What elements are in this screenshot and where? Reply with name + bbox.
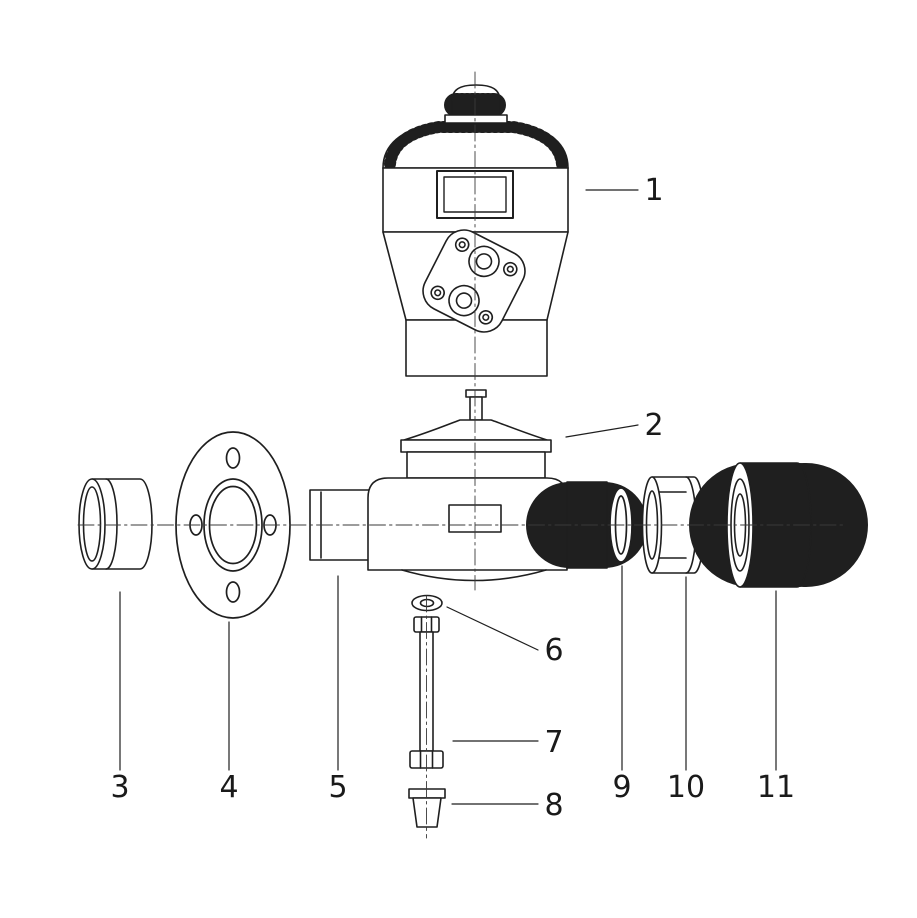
part-label-7: 7: [544, 725, 563, 760]
stem: [469, 396, 483, 421]
air-port-upper: [468, 245, 500, 278]
part-8-plug: [408, 788, 446, 828]
part-label-2: 2: [644, 408, 663, 443]
leader-to-6: [446, 606, 539, 651]
plate-screw-icon: [430, 285, 445, 301]
part-label-8: 8: [544, 788, 563, 823]
leader-to-2: [565, 424, 639, 438]
part-label-11: 11: [757, 770, 795, 805]
part-6-washer: [411, 594, 443, 612]
plate-screw-icon: [503, 261, 518, 277]
bonnet-plate: [400, 439, 552, 453]
plate-screw-icon: [478, 310, 494, 325]
part-label-5: 5: [328, 770, 347, 805]
part-label-1: 1: [644, 173, 663, 208]
part-2-bonnet: [400, 389, 552, 453]
port-plate-outline: [422, 229, 526, 333]
stem-cap: [465, 389, 487, 398]
air-port-lower-bore: [455, 292, 473, 309]
body-saddle-arc: [401, 569, 547, 582]
part-10-union-end: [641, 476, 705, 574]
plate-screw-inner-icon: [434, 289, 442, 297]
air-port-upper-bore: [475, 253, 493, 270]
washer-outer: [411, 594, 443, 612]
actuator-port-plate: [422, 229, 526, 333]
stub-body: [91, 478, 153, 570]
air-port-lower: [448, 284, 480, 317]
leader-lines: [119, 189, 777, 805]
dome-knurl: [384, 121, 568, 170]
plate-screw-inner-icon: [482, 313, 490, 321]
washer-inner: [419, 598, 435, 608]
plug-body: [412, 797, 442, 828]
stub-bore: [82, 486, 102, 562]
part-3-stub-flange: [78, 478, 153, 570]
part-label-3: 3: [110, 770, 129, 805]
plate-screw-inner-icon: [506, 265, 514, 273]
part-labels: 1 2 3 4 5 6 7 8 9 10 11: [110, 173, 795, 823]
flange-bolt-hole: [225, 581, 241, 603]
stub-lip-arc: [105, 478, 118, 570]
knob-outline: [451, 84, 501, 122]
part-label-4: 4: [219, 770, 238, 805]
plate-screw-icon: [454, 237, 470, 252]
plug-flange: [408, 788, 446, 799]
body-neck: [406, 451, 546, 479]
part-label-6: 6: [544, 633, 563, 668]
flange-bolt-hole: [225, 447, 241, 469]
part-label-9: 9: [612, 770, 631, 805]
centerlines: [77, 71, 844, 839]
plate-screw-inner-icon: [458, 241, 466, 249]
part-label-10: 10: [667, 770, 705, 805]
nut-outline: [739, 462, 812, 588]
flange-bore-inner: [208, 485, 258, 565]
knob-seat: [444, 114, 508, 124]
